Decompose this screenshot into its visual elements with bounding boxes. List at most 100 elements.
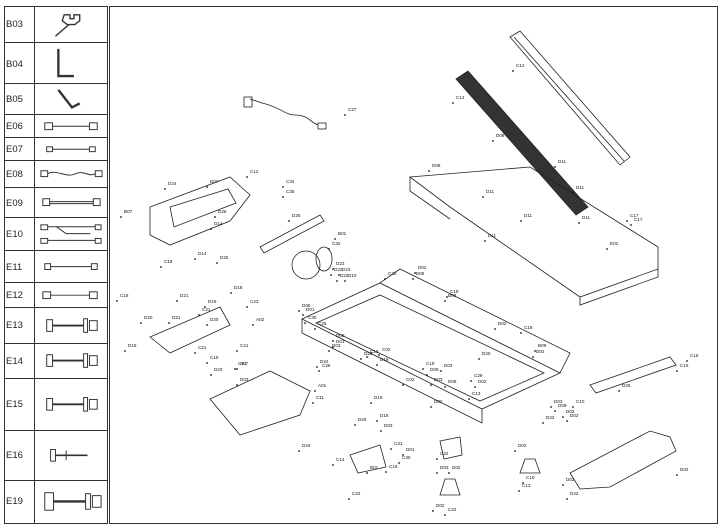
upper-rail bbox=[509, 30, 631, 166]
callout-label: D07 bbox=[210, 179, 219, 184]
leader-dot bbox=[210, 374, 212, 376]
leader-dot bbox=[304, 322, 306, 324]
leader-dot bbox=[676, 370, 678, 372]
leader-dot bbox=[618, 390, 620, 392]
callout-label: D22 bbox=[340, 273, 349, 278]
callout-label: A07 bbox=[240, 361, 249, 366]
callout-label: D02 bbox=[680, 467, 689, 472]
callout-label: D10 bbox=[348, 273, 357, 278]
leader-dot bbox=[492, 140, 494, 142]
callout-label: D01 bbox=[336, 339, 345, 344]
leader-dot bbox=[566, 498, 568, 500]
leader-dot bbox=[402, 454, 404, 456]
legend-row-e14: E14 bbox=[5, 344, 107, 379]
callout-label: D03 bbox=[384, 423, 393, 428]
leader-dot bbox=[360, 358, 362, 360]
cable-icon bbox=[42, 291, 98, 300]
leader-dot bbox=[210, 228, 212, 230]
bolt-set-icon bbox=[44, 492, 102, 511]
leader-dot bbox=[236, 368, 238, 370]
leader-dot bbox=[432, 510, 434, 512]
callout-label: D02 bbox=[478, 379, 487, 384]
wrench-icon bbox=[55, 14, 81, 37]
legend-code: E15 bbox=[6, 399, 23, 410]
callout-label: D09 bbox=[430, 367, 439, 372]
legend-row-b05: B05 bbox=[5, 84, 107, 115]
legend-code: B05 bbox=[6, 94, 23, 105]
leader-dot bbox=[366, 356, 368, 358]
hex-key-icon bbox=[57, 48, 74, 78]
leader-dot bbox=[422, 368, 424, 370]
leader-dot bbox=[318, 370, 320, 372]
callout-label: C19 bbox=[524, 325, 533, 330]
callout-label: D24 bbox=[168, 181, 177, 186]
leader-dot bbox=[402, 384, 404, 386]
leader-dot bbox=[520, 220, 522, 222]
leader-dot bbox=[398, 462, 400, 464]
leader-dot bbox=[376, 420, 378, 422]
leader-dot bbox=[314, 390, 316, 392]
leader-dot bbox=[452, 102, 454, 104]
callout-label: D25 bbox=[220, 255, 229, 260]
callout-label: C31 bbox=[394, 441, 403, 446]
leader-dot bbox=[572, 406, 574, 408]
legend-row-e07: E07 bbox=[5, 138, 107, 161]
callout-label: D11 bbox=[558, 159, 567, 164]
callout-label: D24 bbox=[302, 443, 311, 448]
leader-dot bbox=[214, 216, 216, 218]
leader-dot bbox=[430, 384, 432, 386]
callout-label: D21 bbox=[180, 293, 189, 298]
callout-label: C26 bbox=[322, 363, 331, 368]
cable-icon bbox=[46, 146, 96, 153]
callout-label: D01 bbox=[406, 447, 415, 452]
leader-dot bbox=[578, 222, 580, 224]
leader-dot bbox=[252, 324, 254, 326]
leader-dot bbox=[542, 422, 544, 424]
callout-label: D02 bbox=[418, 265, 427, 270]
leader-dot bbox=[428, 170, 430, 172]
callout-label: D05 bbox=[302, 303, 311, 308]
callout-label: C13 bbox=[472, 391, 481, 396]
bolt-set-icon bbox=[46, 318, 98, 333]
leader-dot bbox=[194, 352, 196, 354]
leader-dot bbox=[566, 420, 568, 422]
callout-label: D23 bbox=[364, 351, 373, 356]
callout-label: B07 bbox=[124, 209, 133, 214]
leader-dot bbox=[344, 114, 346, 116]
callout-label: D03 bbox=[240, 377, 249, 382]
callout-label: D18 bbox=[234, 285, 243, 290]
leader-dot bbox=[332, 268, 334, 270]
parts-legend-table: B03 B04 B05 E06 E07 E08 E09 E10 bbox=[4, 6, 108, 524]
leader-dot bbox=[522, 482, 524, 484]
leader-dot bbox=[236, 350, 238, 352]
leader-dot bbox=[412, 278, 414, 280]
legend-row-b03: B03 bbox=[5, 7, 107, 43]
callout-label: D11 bbox=[488, 233, 497, 238]
leader-dot bbox=[348, 498, 350, 500]
callout-label: D14 bbox=[198, 251, 207, 256]
leader-dot bbox=[385, 471, 387, 473]
incline-link bbox=[149, 306, 231, 354]
leader-dot bbox=[312, 402, 314, 404]
callout-label: D02 bbox=[570, 413, 579, 418]
callout-label: C32 bbox=[332, 241, 341, 246]
leader-dot bbox=[414, 272, 416, 274]
cable-icon bbox=[40, 170, 103, 178]
callout-label: D25 bbox=[622, 383, 631, 388]
callout-label: E01 bbox=[610, 241, 619, 246]
callout-label: D14 bbox=[214, 221, 223, 226]
callout-label: C30 bbox=[308, 315, 317, 320]
leader-dot bbox=[520, 332, 522, 334]
legend-code: B03 bbox=[6, 19, 23, 30]
cable-icon bbox=[42, 198, 101, 207]
callout-label: D20 bbox=[210, 317, 219, 322]
leader-dot bbox=[336, 280, 338, 282]
leader-dot bbox=[330, 274, 332, 276]
leader-dot bbox=[206, 186, 208, 188]
callout-label: D20 bbox=[144, 315, 153, 320]
leader-dot bbox=[384, 278, 386, 280]
callout-label: C19 bbox=[450, 289, 459, 294]
callout-label: C10 bbox=[526, 475, 535, 480]
callout-label: C30 bbox=[402, 455, 411, 460]
